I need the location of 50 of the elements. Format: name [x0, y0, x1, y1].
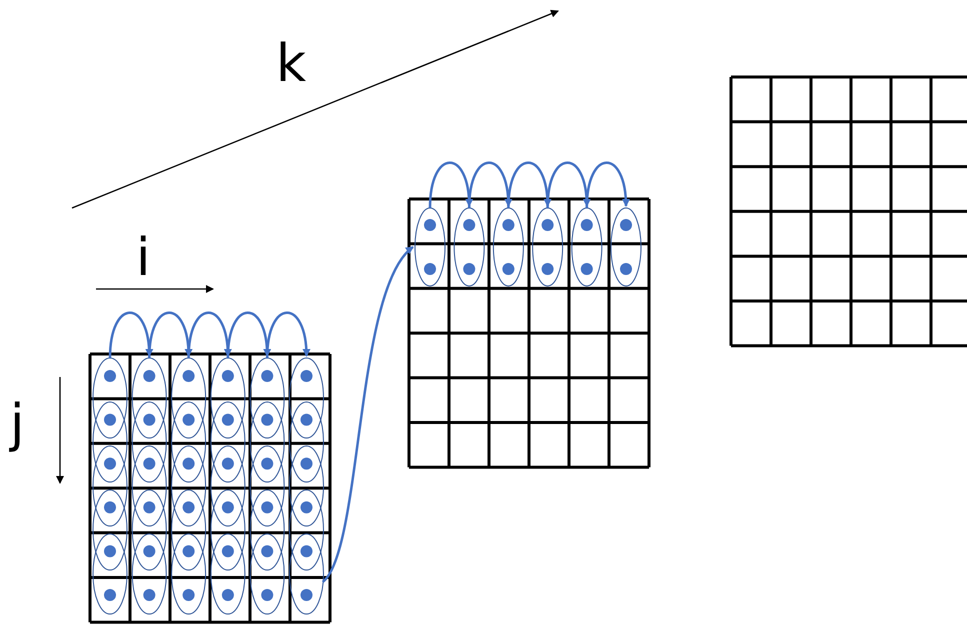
ellipse [210, 358, 246, 438]
ellipse [171, 358, 206, 438]
ellipse [92, 358, 128, 438]
arrow [108, 312, 153, 358]
ellipse [171, 446, 206, 526]
axis-label: i [136, 232, 150, 284]
ellipse [492, 208, 524, 286]
ellipse [250, 446, 285, 526]
ellipse [132, 402, 167, 482]
ellipse [132, 490, 167, 570]
ellipse [132, 534, 167, 614]
arrow [586, 162, 630, 208]
ellipse [610, 208, 642, 286]
ellipse [532, 208, 564, 286]
ellipse [289, 534, 324, 614]
ellipse [210, 446, 246, 526]
arrow [266, 312, 310, 358]
axis-label: j [10, 398, 24, 450]
ellipse [210, 402, 246, 482]
ellipse [250, 534, 285, 614]
ellipse [571, 208, 602, 286]
arrow [187, 312, 232, 358]
ellipse [289, 446, 324, 526]
ellipse [210, 534, 246, 614]
ellipse [210, 490, 246, 570]
ellipse [92, 402, 128, 482]
axis-label: k [276, 38, 306, 90]
ellipse [414, 208, 446, 286]
ellipse [250, 358, 285, 438]
ellipse [289, 402, 324, 482]
ellipse [92, 446, 128, 526]
arrow [148, 312, 192, 358]
ellipse [171, 402, 206, 482]
arrow [468, 162, 512, 208]
ellipse [454, 208, 485, 286]
ellipse [289, 490, 324, 570]
arrow [546, 162, 590, 208]
arrow [226, 312, 271, 358]
arrow [322, 246, 414, 583]
ellipse [250, 402, 285, 482]
ellipse [132, 358, 167, 438]
ellipse [289, 358, 324, 438]
ellipse [92, 534, 128, 614]
arrow [428, 162, 473, 208]
ellipse [171, 490, 206, 570]
ellipse [250, 490, 285, 570]
ellipse [92, 490, 128, 570]
ellipse [132, 446, 167, 526]
arrow [507, 162, 552, 208]
ellipse [171, 534, 206, 614]
